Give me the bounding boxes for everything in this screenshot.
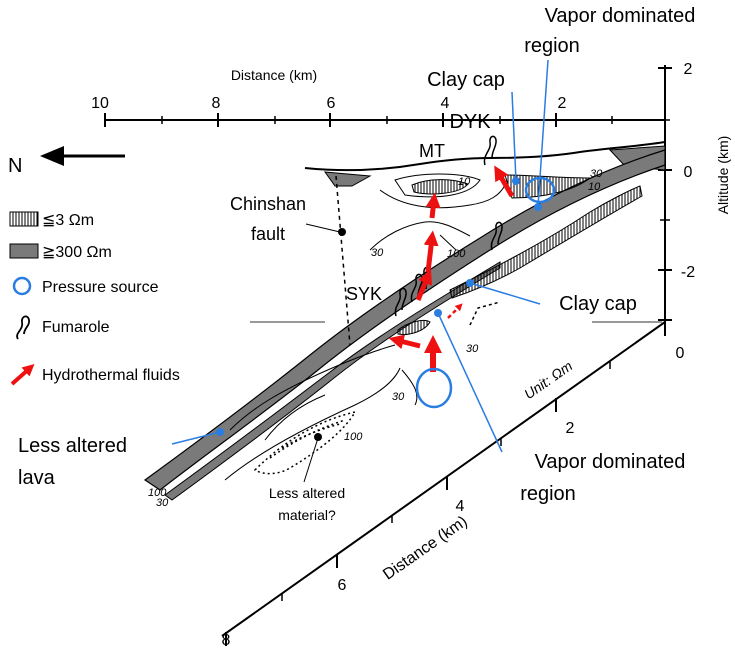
high-res-band	[143, 149, 666, 491]
clay-cap-lens	[397, 319, 431, 335]
contour-label: 100	[344, 431, 363, 443]
pressure-source-icon	[415, 367, 453, 409]
bottom-tick-label: 4	[456, 498, 465, 515]
vapor-bottom-line1: Vapor dominated	[535, 451, 686, 473]
contour-line	[224, 367, 401, 481]
legend-pressure: Pressure source	[42, 279, 159, 296]
top-axis: Distance (km) 10 8 6 4 2	[91, 67, 665, 127]
contour-label: 10	[588, 181, 601, 193]
marker-dot	[512, 177, 520, 185]
pressure-source-icon	[12, 276, 32, 296]
syk-label: SYK	[346, 284, 382, 304]
contour-label: 30	[156, 497, 169, 509]
contour-line	[369, 221, 471, 251]
unit-label: Unit: Ωm	[521, 357, 575, 402]
top-tick-label: 8	[212, 95, 221, 112]
right-tick-label: -2	[681, 264, 695, 281]
less-altered-lava-line2: lava	[18, 467, 56, 489]
fumarole-icon	[483, 135, 497, 166]
mt-label: MT	[419, 141, 445, 161]
contour-line	[264, 394, 326, 441]
contour-label: 30	[590, 168, 603, 180]
marker-dot	[434, 309, 442, 317]
contour-line	[401, 369, 418, 406]
marker-dot	[314, 433, 322, 441]
right-tick-label: 0	[684, 164, 693, 181]
chinshan-line2: fault	[251, 224, 285, 244]
less-altered-material-line1: Less altered	[269, 485, 345, 501]
north-arrow: N	[8, 146, 125, 177]
vapor-bottom-line2: region	[520, 483, 576, 505]
hatch-swatch	[9, 211, 39, 227]
right-axis: 2 0 -2 Altitude (km)	[658, 61, 731, 322]
marker-dot	[534, 203, 542, 211]
contour-line	[229, 344, 396, 431]
fluid-arrow	[425, 192, 441, 219]
fluid-arrow	[447, 303, 463, 319]
north-label: N	[8, 155, 22, 177]
fluid-arrow	[388, 334, 421, 350]
cross-section	[143, 135, 666, 501]
vapor-top-line1: Vapor dominated	[545, 5, 696, 27]
legend-fumarole: Fumarole	[42, 319, 110, 336]
chinshan-line1: Chinshan	[230, 194, 306, 214]
contour-line	[469, 301, 501, 326]
top-tick-label: 4	[441, 95, 450, 112]
legend-low: ≦3 Ωm	[42, 212, 94, 229]
less-altered-lava-line1: Less altered	[18, 435, 127, 457]
high-res-patch	[323, 171, 372, 187]
fluid-arrow	[415, 269, 433, 301]
less-altered-material-line2: material?	[278, 507, 336, 523]
contour-line	[439, 234, 457, 251]
bottom-tick-label: 8	[222, 632, 231, 649]
chinshan-fault-line	[335, 175, 351, 346]
top-tick-label: 6	[327, 95, 336, 112]
bottom-tick-label: 2	[566, 420, 575, 437]
contour-line	[379, 184, 506, 209]
top-axis-title: Distance (km)	[231, 67, 317, 83]
top-tick-label: 2	[558, 95, 567, 112]
leader-line	[305, 223, 341, 233]
marker-dot	[466, 279, 474, 287]
less-altered-contour	[269, 419, 346, 459]
fumarole-icon	[490, 221, 503, 251]
clay-right-label: Clay cap	[559, 293, 637, 315]
gray-swatch	[9, 243, 39, 259]
dyk-label: DYK	[449, 111, 491, 133]
right-axis-title: Altitude (km)	[715, 136, 731, 215]
surface-line	[304, 141, 666, 172]
clay-cap-lens	[411, 179, 469, 195]
fluid-arrow	[494, 165, 515, 198]
clay-cap-lens	[449, 185, 643, 299]
less-altered-contour	[281, 423, 341, 449]
fumarole-icon	[394, 287, 407, 317]
bottom-tick-label: 0	[676, 345, 685, 362]
contour-label: 10	[458, 176, 471, 188]
annotation-leaders	[171, 59, 549, 483]
contour-label: 30	[392, 391, 405, 403]
contour-label: 100	[447, 248, 466, 260]
fluid-arrow	[423, 230, 439, 273]
legend-hydro: Hydrothermal fluids	[42, 367, 180, 384]
right-tick-label: 2	[684, 61, 693, 78]
marker-dot	[216, 428, 224, 436]
legend: ≦3 Ωm ≧300 Ωm Pressure source Fumarole H…	[9, 211, 180, 386]
contour-label: 30	[371, 247, 384, 259]
clay-top-label: Clay cap	[427, 69, 505, 91]
fluid-arrow-icon	[10, 364, 35, 386]
bottom-tick-label: 6	[338, 577, 347, 594]
legend-high: ≧300 Ωm	[42, 244, 112, 261]
bottom-axis-title: Distance (km)	[380, 513, 471, 584]
contour-label: 100	[148, 487, 167, 499]
top-tick-label: 10	[91, 95, 109, 112]
fumarole-icon	[16, 315, 30, 340]
fault-dot	[338, 228, 346, 236]
contour-label: 30	[466, 343, 479, 355]
vapor-top-line2: region	[524, 35, 580, 57]
labels: Vapor dominated region Clay cap DYK MT C…	[18, 5, 695, 523]
